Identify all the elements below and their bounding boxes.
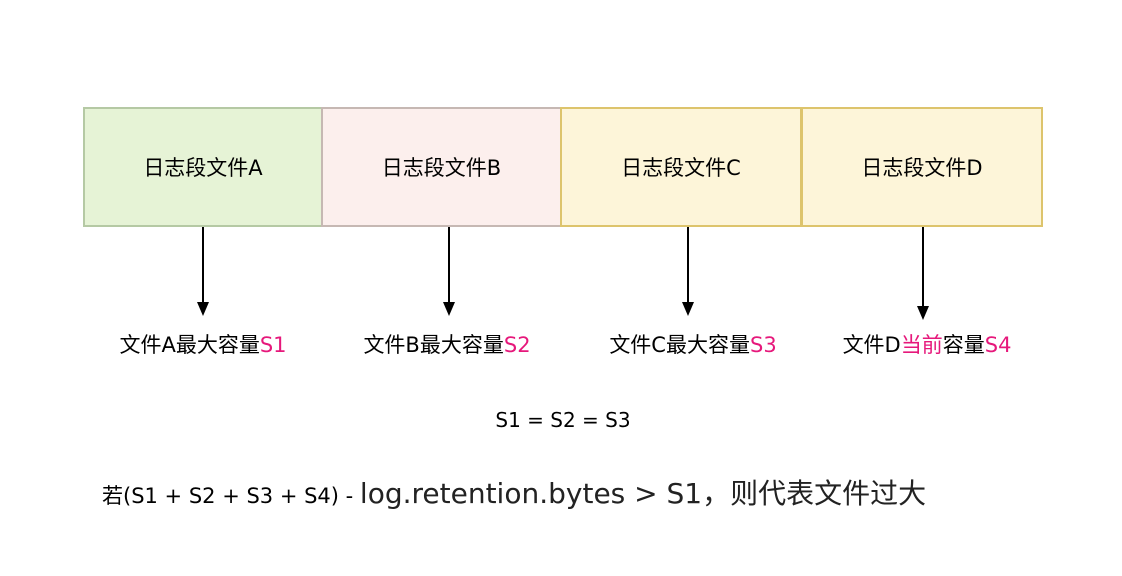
arrow-file-c xyxy=(682,227,694,316)
caption-file-c-middle: 最大容量 xyxy=(665,333,750,357)
caption-file-a-middle: 最大容量 xyxy=(175,333,260,357)
caption-file-d-middle: 容量 xyxy=(942,333,985,357)
caption-file-d-size: S4 xyxy=(984,333,1012,357)
caption-file-a-size: S1 xyxy=(259,333,287,357)
caption-file-c: 文件C最大容量S3 xyxy=(573,328,813,362)
retention-condition-part1: 若(S1 + S2 + S3 + S4) - xyxy=(102,484,360,508)
segment-file-a-label: 日志段文件A xyxy=(143,156,263,180)
segment-file-c: 日志段文件C xyxy=(560,107,802,227)
caption-file-c-prefix: 文件C xyxy=(609,333,666,357)
segment-file-b: 日志段文件B xyxy=(321,107,562,227)
caption-file-b-size: S2 xyxy=(503,333,531,357)
arrow-file-d xyxy=(917,227,929,320)
caption-file-b: 文件B最大容量S2 xyxy=(327,328,567,362)
caption-file-a-prefix: 文件A xyxy=(119,333,176,357)
caption-file-c-size: S3 xyxy=(749,333,777,357)
equality-equation: S1 = S2 = S3 xyxy=(495,408,631,432)
caption-file-d-highlight: 当前 xyxy=(900,333,943,357)
caption-file-d-prefix: 文件D xyxy=(842,333,901,357)
segment-file-b-label: 日志段文件B xyxy=(381,156,502,180)
segment-file-c-label: 日志段文件C xyxy=(621,156,741,180)
arrow-file-b xyxy=(443,227,455,316)
segment-file-d-label: 日志段文件D xyxy=(861,156,983,180)
caption-file-d: 文件D当前容量S4 xyxy=(807,328,1047,362)
segment-file-d: 日志段文件D xyxy=(801,107,1043,227)
caption-file-a: 文件A最大容量S1 xyxy=(83,328,323,362)
caption-file-b-prefix: 文件B xyxy=(363,333,420,357)
segment-file-a: 日志段文件A xyxy=(83,107,323,227)
caption-file-b-middle: 最大容量 xyxy=(419,333,504,357)
retention-condition: 若(S1 + S2 + S3 + S4) - log.retention.byt… xyxy=(102,472,926,518)
retention-condition-part2: log.retention.bytes > S1，则代表文件过大 xyxy=(359,477,927,510)
arrow-file-a xyxy=(197,227,209,316)
